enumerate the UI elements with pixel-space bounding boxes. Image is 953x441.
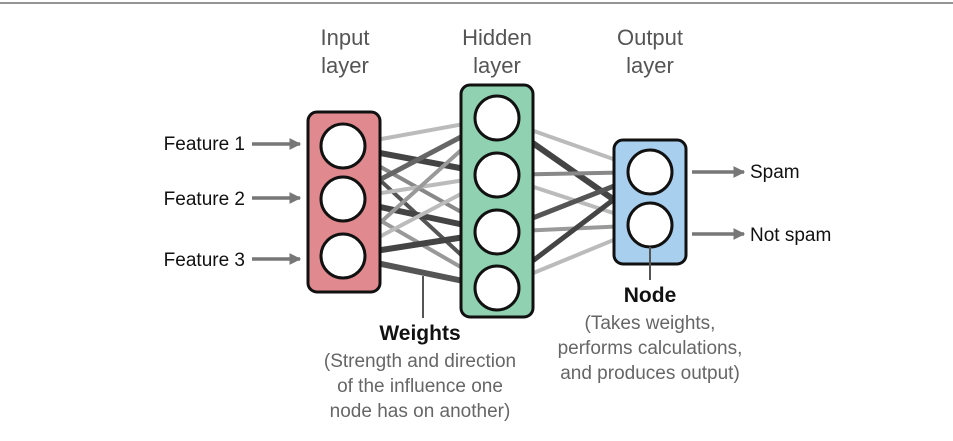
input-node (319, 175, 367, 223)
hidden-layer-title-line1: Hidden (462, 25, 532, 50)
weights-description-line2: of the influence one (337, 376, 503, 397)
output-node (626, 148, 674, 196)
node-title: Node (624, 284, 677, 307)
feature-label-1: Feature 1 (164, 134, 245, 155)
hidden-nodes (473, 94, 521, 312)
output-label-spam: Spam (750, 162, 800, 183)
feature-label-3: Feature 3 (164, 250, 245, 271)
output-layer-title-line1: Output (617, 25, 683, 50)
hidden-node (473, 94, 521, 142)
weights-title: Weights (379, 322, 460, 345)
hidden-layer-box (459, 83, 535, 319)
weights-description-line1: (Strength and direction (324, 351, 516, 372)
output-node (626, 201, 674, 249)
feature-label-2: Feature 2 (164, 189, 245, 210)
input-nodes (319, 122, 367, 280)
output-layer-title-line2: layer (626, 53, 674, 78)
hidden-layer-title-line2: layer (473, 53, 521, 78)
node-description-line2: performs calculations, (558, 338, 743, 359)
hidden-node (473, 151, 521, 199)
output-nodes (626, 148, 674, 249)
input-layer-title-line1: Input (321, 25, 370, 50)
input-node (319, 232, 367, 280)
output-label-not-spam: Not spam (750, 225, 831, 246)
node-description-line3: and produces output) (560, 363, 740, 384)
hidden-node (473, 264, 521, 312)
hidden-node (473, 208, 521, 256)
node-description-line1: (Takes weights, (585, 313, 716, 334)
weights-description-line3: node has on another) (330, 401, 511, 422)
input-node (319, 122, 367, 170)
input-layer-title-line2: layer (321, 53, 369, 78)
